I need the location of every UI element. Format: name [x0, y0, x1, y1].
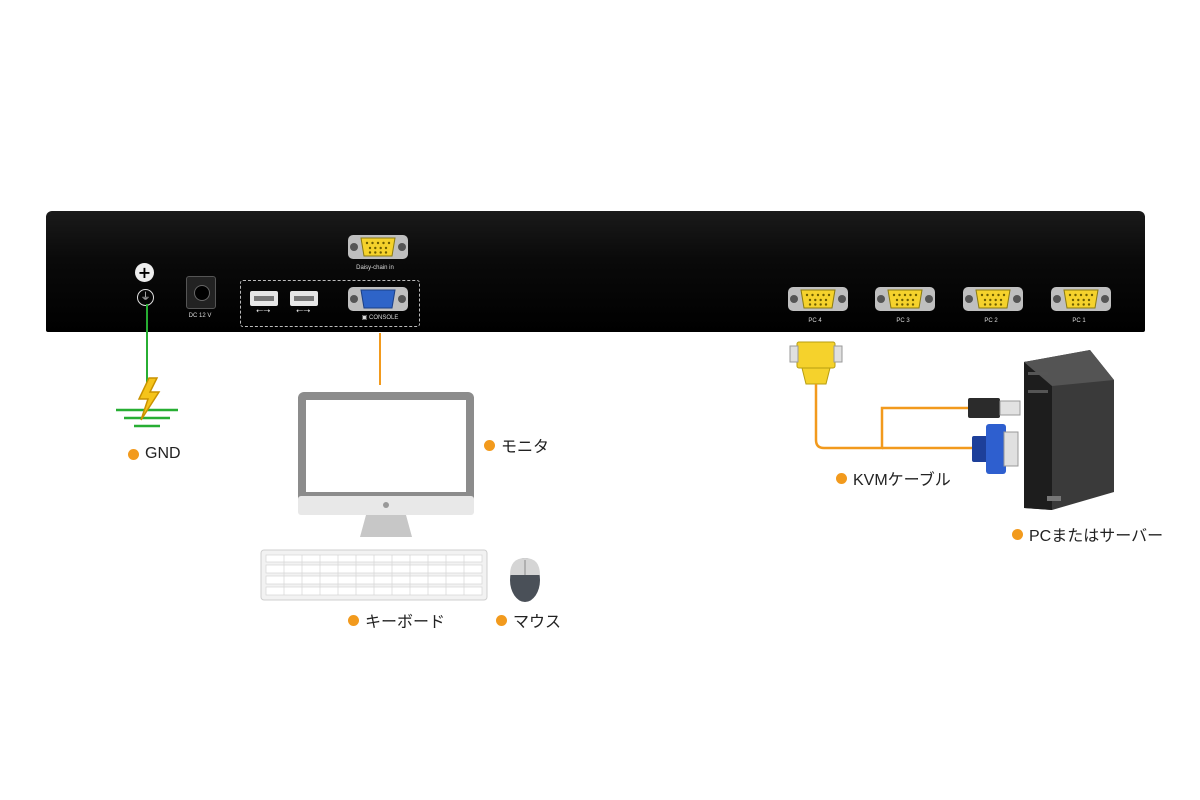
callout-pc-server: PCまたはサーバー	[1012, 522, 1163, 546]
bullet-dot-icon	[836, 472, 847, 484]
earth-ground-icon	[116, 408, 178, 428]
port-label-pc4: PC 4	[808, 318, 822, 324]
usb-symbol-icon: ⭠⭢	[296, 306, 311, 316]
pc4-vga-port	[787, 286, 849, 312]
pc1-vga-port	[1050, 286, 1112, 312]
lightning-icon	[137, 377, 161, 421]
callout-monitor: モニタ	[484, 433, 549, 457]
keyboard-label: キーボード	[365, 614, 446, 631]
console-vga-port	[348, 287, 408, 311]
dc-label: DC 12 V	[188, 313, 212, 319]
usb-port-1	[250, 291, 278, 306]
port-label-pc2: PC 2	[984, 318, 998, 324]
kvm-back-panel	[46, 211, 1145, 332]
mouse-icon	[510, 558, 540, 602]
bullet-dot-icon	[496, 614, 507, 626]
callout-kvm-cable: KVMケーブル	[836, 466, 951, 490]
pc-server-label: PCまたはサーバー	[1029, 528, 1164, 545]
bullet-dot-icon	[1012, 528, 1023, 540]
ground-screw-icon: +	[135, 263, 154, 282]
callout-gnd: GND	[128, 445, 181, 463]
bullet-dot-icon	[484, 439, 495, 451]
bullet-dot-icon	[348, 614, 359, 626]
daisy-chain-label: Daisy-chain in	[356, 265, 394, 271]
console-label-text: CONSOLE	[369, 315, 399, 321]
console-label: ▣ CONSOLE	[361, 315, 399, 321]
console-port-group	[240, 280, 420, 327]
dc-power-jack	[186, 276, 216, 309]
daisy-chain-vga-port	[347, 234, 409, 260]
ground-symbol-icon: ⏚	[137, 289, 154, 306]
callout-keyboard: キーボード	[348, 608, 445, 632]
bullet-dot-icon	[128, 448, 139, 460]
monitor-label: モニタ	[501, 439, 550, 456]
callout-mouse: マウス	[496, 608, 561, 632]
port-label-pc3: PC 3	[896, 318, 910, 324]
pc-tower-icon	[1024, 350, 1114, 510]
mouse-label: マウス	[513, 614, 562, 631]
pc2-vga-port	[962, 286, 1024, 312]
kvm-cable-label: KVMケーブル	[853, 472, 951, 489]
usb-port-2	[290, 291, 318, 306]
pc3-vga-port	[874, 286, 936, 312]
port-label-pc1: PC 1	[1072, 318, 1086, 324]
gnd-label: GND	[145, 445, 181, 462]
kvm-cable-icon	[789, 341, 1021, 474]
monitor-icon	[298, 392, 474, 537]
keyboard-icon	[260, 549, 488, 601]
usb-symbol-icon: ⭠⭢	[256, 306, 271, 316]
